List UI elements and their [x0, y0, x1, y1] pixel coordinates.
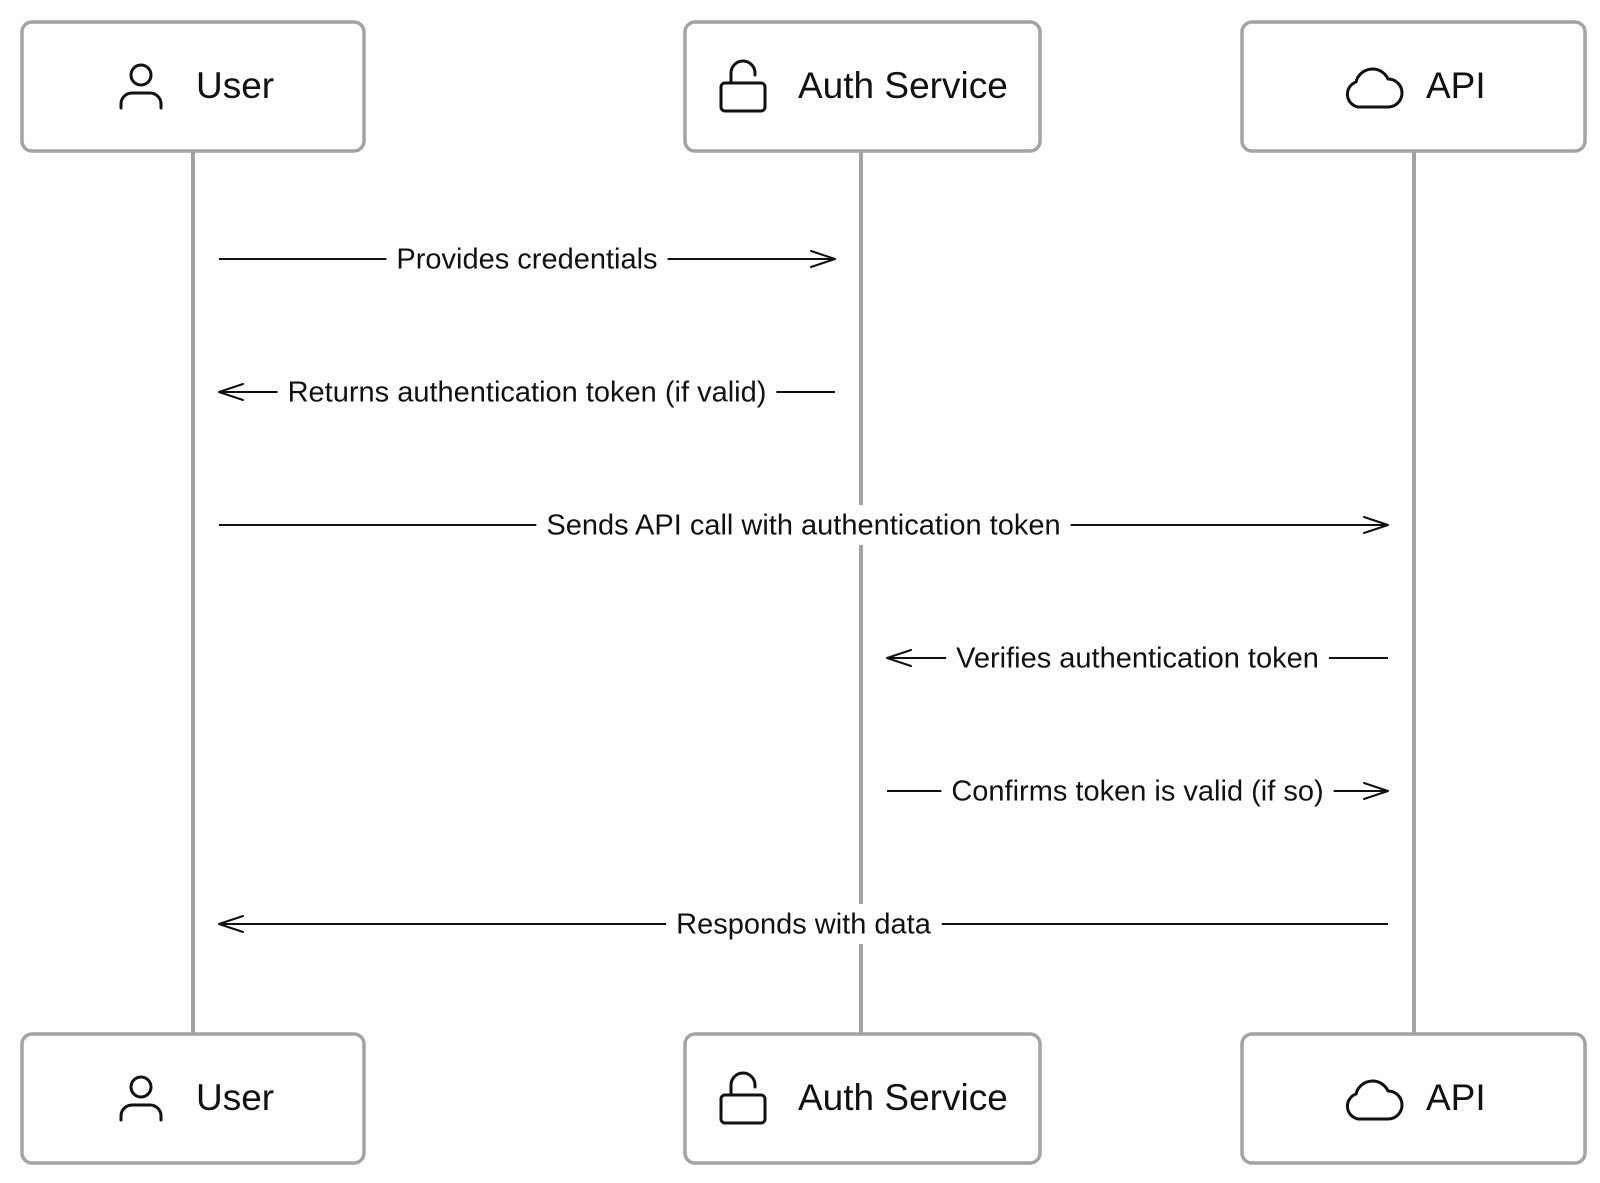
participant-box	[1240, 1032, 1587, 1165]
message-label: Confirms token is valid (if so)	[951, 776, 1323, 808]
participant-label: Auth Service	[798, 65, 1008, 106]
arrowhead	[218, 915, 244, 933]
message-label: Provides credentials	[396, 244, 657, 276]
arrowhead	[218, 383, 244, 401]
participant-auth-service-bottom: Auth Service	[683, 1032, 1042, 1165]
message-arrow: Provides credentials	[219, 239, 836, 279]
user-icon	[119, 63, 163, 110]
participant-user-top: User	[20, 20, 366, 153]
message-label-background	[277, 372, 777, 412]
message-arrow: Confirms token is valid (if so)	[887, 771, 1389, 811]
participant-label: User	[196, 1077, 274, 1118]
message-label-background	[386, 239, 668, 279]
participant-box	[20, 1032, 366, 1165]
message-label-background	[941, 771, 1334, 811]
participant-auth-service-top: Auth Service	[683, 20, 1042, 153]
message-arrow: Sends API call with authentication token	[219, 505, 1389, 545]
arrowhead	[1363, 516, 1389, 534]
participant-box	[20, 20, 366, 153]
message-arrow: Returns authentication token (if valid)	[218, 372, 835, 412]
arrowhead	[810, 250, 836, 268]
participant-api-bottom: API	[1240, 1032, 1587, 1165]
participant-user-bottom: User	[20, 1032, 366, 1165]
message-label-background	[666, 904, 942, 944]
participant-box	[683, 20, 1042, 153]
message-arrow: Verifies authentication token	[886, 638, 1388, 678]
message-label: Verifies authentication token	[956, 643, 1319, 675]
arrowhead	[1363, 782, 1389, 800]
message-label: Returns authentication token (if valid)	[288, 377, 767, 409]
lock-open-icon	[719, 59, 767, 113]
lock-open-icon	[719, 1071, 767, 1125]
message-label-background	[946, 638, 1329, 678]
message-arrow: Responds with data	[218, 904, 1388, 944]
message-label: Sends API call with authentication token	[546, 510, 1060, 542]
participant-label: API	[1426, 1077, 1486, 1118]
participant-label: Auth Service	[798, 1077, 1008, 1118]
cloud-icon	[1345, 1079, 1404, 1121]
participant-api-top: API	[1240, 20, 1587, 153]
message-label: Responds with data	[676, 909, 932, 941]
participant-label: User	[196, 65, 274, 106]
participant-box	[683, 1032, 1042, 1165]
arrowhead	[886, 649, 912, 667]
participant-label: API	[1426, 65, 1486, 106]
cloud-icon	[1345, 67, 1404, 109]
participant-box	[1240, 20, 1587, 153]
user-icon	[119, 1075, 163, 1122]
message-label-background	[536, 505, 1071, 545]
